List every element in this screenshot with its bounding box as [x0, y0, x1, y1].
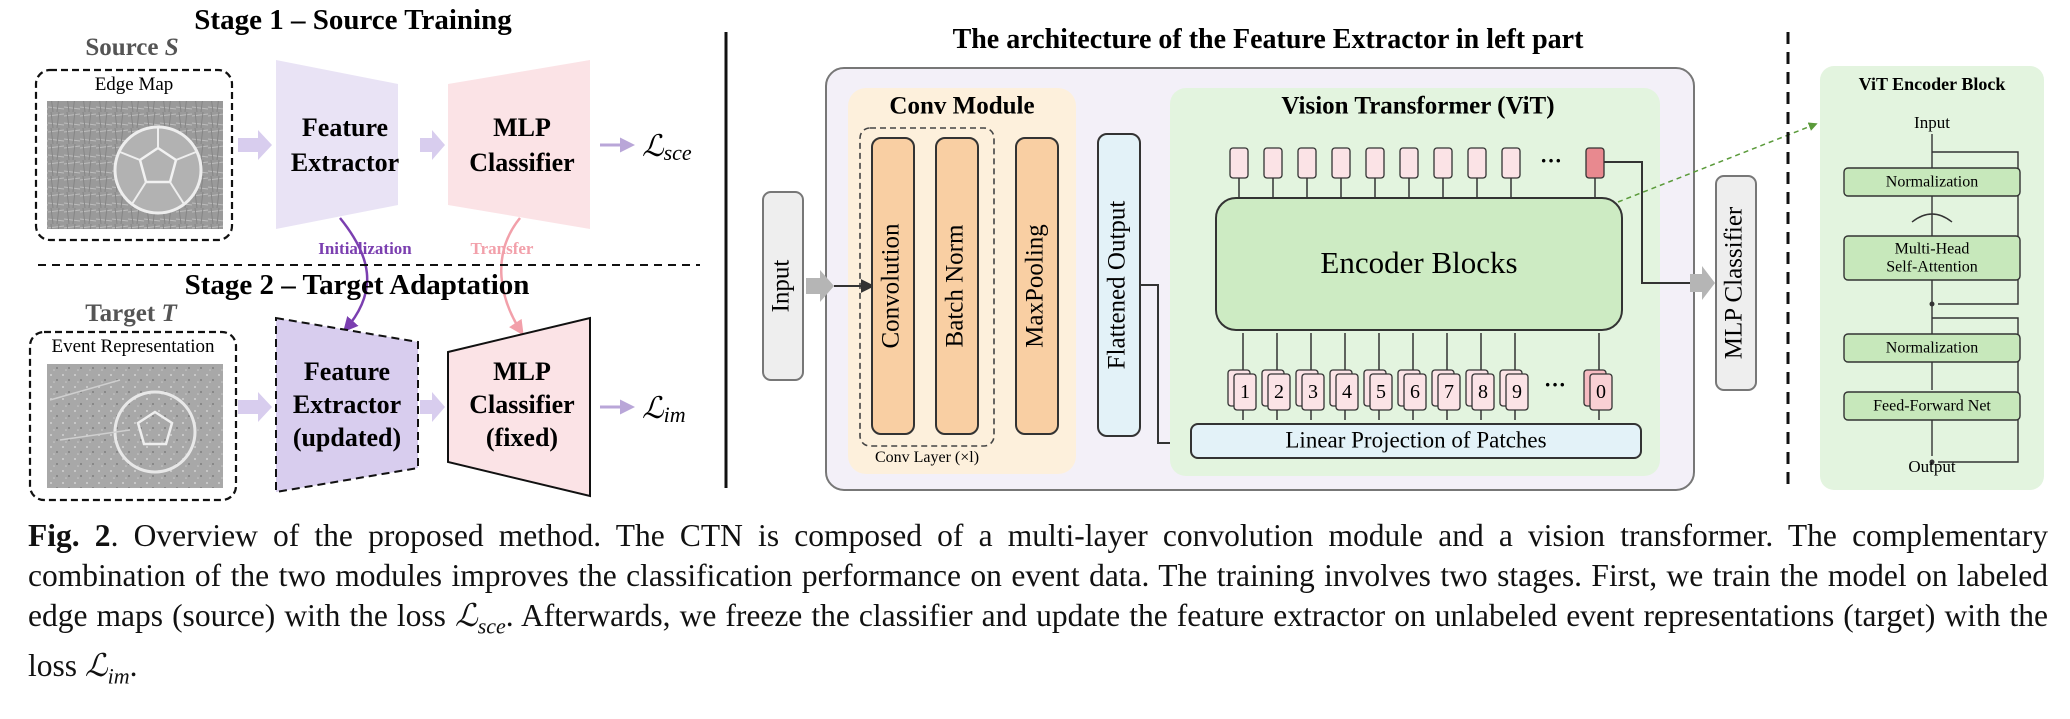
norm1-label: Normalization [1886, 174, 1978, 191]
flattened-output-label: Flattened Output [1104, 201, 1131, 370]
caption-loss-2: ℒim [84, 648, 130, 689]
initialization-label: Initialization [318, 239, 412, 258]
convolution-block [871, 137, 915, 435]
mlp-classifier-2 [447, 316, 591, 498]
conv-module-title: Conv Module [889, 93, 1034, 120]
ffn-block [1843, 391, 2021, 421]
architecture-title: The architecture of the Feature Extracto… [953, 24, 1585, 55]
caption-fig-label: Fig. 2 [28, 518, 111, 553]
arrow-fe2-to-mlp2 [420, 392, 445, 422]
encoder-input-label: Input [1914, 113, 1950, 132]
svg-text:9: 9 [1512, 381, 1522, 403]
svg-text:8: 8 [1478, 381, 1488, 403]
svg-text:1: 1 [1240, 381, 1250, 403]
initialization-arrow [339, 217, 369, 333]
vit-title: Vision Transformer (ViT) [1281, 93, 1554, 120]
loss-im: ℒim [642, 392, 686, 427]
fe2-line2: Extractor [293, 390, 401, 419]
transfer-arrow [500, 217, 524, 336]
linear-projection-label: Linear Projection of Patches [1285, 427, 1546, 452]
figure-diagram: Stage 1 – Source Training Source S Edge … [28, 4, 2044, 502]
target-label: Target T [85, 300, 178, 327]
mlp1-line2: Classifier [469, 148, 574, 177]
arrow-input-to-conv [806, 270, 834, 302]
mha-line2: Self-Attention [1886, 259, 1978, 276]
linear-projection-block [1190, 423, 1642, 459]
event-representation-image [47, 364, 223, 488]
mlp2-line1: MLP [493, 357, 551, 386]
arrow-source-to-fe1 [238, 130, 272, 160]
residual-junction-2 [1929, 459, 1935, 465]
conv-layer-label: Conv Layer (×l) [875, 449, 979, 466]
mlp-classifier-block [1715, 175, 1757, 391]
fe2-line3: (updated) [293, 423, 401, 452]
mha-line1: Multi-Head [1895, 241, 1970, 258]
transfer-label: Transfer [471, 239, 534, 258]
patch-tokens-ellipsis: ··· [1544, 372, 1566, 397]
svg-text:6: 6 [1410, 381, 1420, 403]
convolution-label: Convolution [878, 223, 905, 349]
loss-sce: ℒsce [642, 130, 692, 165]
input-label: Input [768, 260, 795, 313]
arrow-vit-to-mlp [1604, 161, 1690, 284]
patch-arrows [1242, 333, 1600, 420]
feature-extractor-1 [276, 60, 398, 229]
caption-text-3: . [129, 648, 138, 684]
fe2-line1: Feature [304, 357, 390, 386]
svg-text:5: 5 [1376, 381, 1386, 403]
caption-text-1: . Overview of the proposed method. The C… [28, 518, 2048, 633]
arrow-target-to-fe2 [238, 392, 272, 422]
caption-text-2: . Afterwards, we freeze the classifier a… [28, 598, 2048, 684]
arrow-fe1-to-mlp1 [420, 130, 445, 160]
maxpooling-label: MaxPooling [1022, 224, 1049, 348]
svg-text:2: 2 [1274, 381, 1284, 403]
svg-text:0: 0 [1596, 381, 1606, 403]
output-tokens [1229, 147, 1605, 198]
edge-map-image [47, 101, 223, 229]
fe1-line1: Feature [302, 113, 388, 142]
feature-extractor-2 [275, 316, 419, 494]
arrow-head-to-mlp [1690, 266, 1715, 300]
norm1-block [1843, 167, 2021, 197]
residual-junction-1 [1929, 301, 1935, 307]
ffn-label: Feed-Forward Net [1873, 398, 1991, 415]
svg-text:3: 3 [1308, 381, 1318, 403]
patch-numbers: 1 2 3 4 5 6 7 8 9 0 [1240, 381, 1606, 403]
mha-block [1843, 235, 2021, 281]
mlp-classifier-label: MLP Classifier [1721, 206, 1748, 359]
norm2-label: Normalization [1886, 340, 1978, 357]
mlp-classifier-1 [448, 60, 590, 229]
caption-loss-1: ℒsce [455, 598, 506, 639]
source-label: Source S [85, 34, 178, 61]
batch-norm-label: Batch Norm [942, 224, 969, 347]
svg-text:7: 7 [1444, 381, 1454, 403]
patch-tokens [1227, 369, 1613, 411]
encoder-blocks-label: Encoder Blocks [1320, 245, 1517, 280]
event-representation-label: Event Representation [51, 336, 215, 357]
fe1-line2: Extractor [291, 148, 399, 177]
vit-encoder-block-title: ViT Encoder Block [1859, 74, 2006, 94]
figure-caption: Fig. 2. Overview of the proposed method.… [28, 516, 2048, 697]
norm2-block [1843, 333, 2021, 363]
svg-text:4: 4 [1342, 381, 1352, 403]
stage1-title: Stage 1 – Source Training [194, 4, 512, 36]
edge-map-label: Edge Map [95, 74, 174, 95]
mlp2-line2: Classifier [469, 390, 574, 419]
stage2-title: Stage 2 – Target Adaptation [185, 269, 530, 301]
output-tokens-ellipsis: ··· [1540, 148, 1562, 173]
batch-norm-block [935, 137, 979, 435]
input-block [762, 191, 804, 381]
mlp1-line1: MLP [493, 113, 551, 142]
encoder-output-label: Output [1908, 457, 1956, 476]
mlp2-line3: (fixed) [486, 423, 558, 452]
encoder-blocks [1215, 197, 1623, 331]
maxpooling-block [1015, 137, 1059, 435]
